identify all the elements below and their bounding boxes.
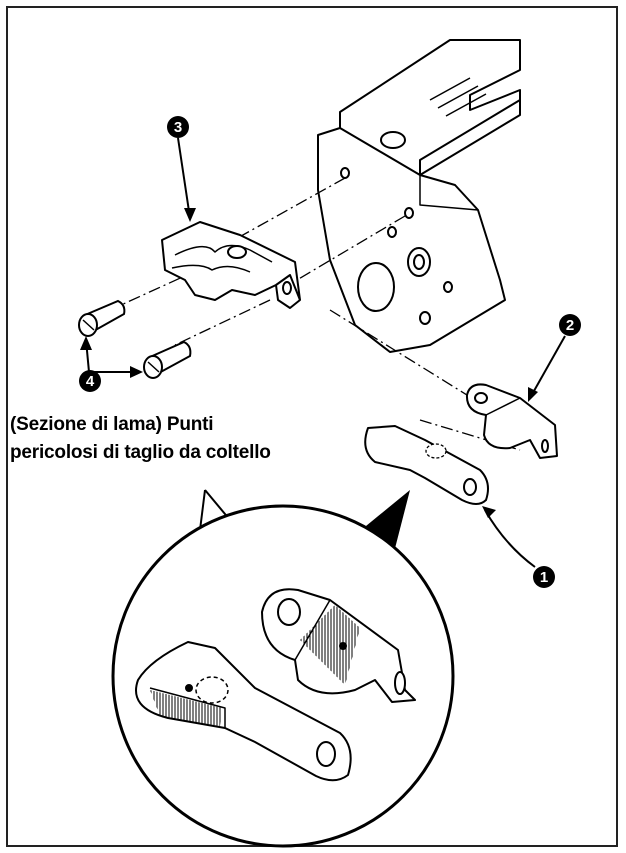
caption-line-1: (Sezione di lama) Punti [10,414,214,435]
machine-bed [317,39,521,353]
bracket-part-3 [161,221,301,309]
screw-part-4b [143,340,192,379]
knife-part-2 [465,383,558,459]
caption-line-2: pericolosi di taglio da coltello [10,442,271,463]
figure-frame [6,6,618,847]
callout-4-label: 4 [86,373,95,390]
enlarged-knife-part-1 [135,641,352,782]
callout-3: 3 [167,116,189,138]
arrowheads [80,208,538,518]
callout-2: 2 [559,314,581,336]
callout-1: 1 [533,566,555,588]
callout-3-label: 3 [174,119,182,136]
screw-part-4a [78,299,126,337]
alignment-lines [109,177,521,451]
callout-2-label: 2 [566,317,574,334]
callout-4: 4 [79,370,101,392]
enlarged-knife-part-2 [261,588,416,703]
knife-part-1 [364,425,489,505]
magnifier-circle [111,504,455,848]
callout-1-label: 1 [540,569,548,586]
danger-caption: (Sezione di lama) Punti pericolosi di ta… [10,411,410,467]
